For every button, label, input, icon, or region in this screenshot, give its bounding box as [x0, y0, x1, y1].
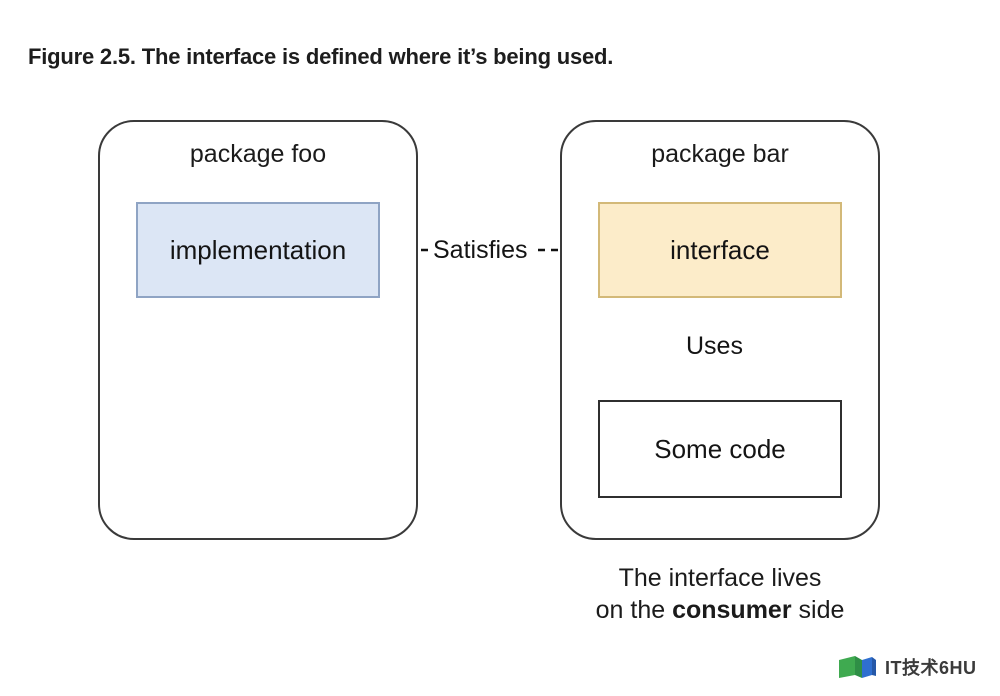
- edge-label-satisfies: Satisfies: [428, 236, 533, 265]
- caption-line-2-emphasis: consumer: [672, 596, 792, 624]
- package-bar-label: package bar: [651, 140, 789, 168]
- page-title: Figure 2.5. The interface is defined whe…: [28, 44, 614, 69]
- consumer-side-caption: The interface lives on the consumer side: [560, 562, 880, 626]
- node-some-code-label: Some code: [654, 433, 786, 464]
- package-foo-label: package foo: [189, 140, 327, 168]
- node-interface[interactable]: interface: [598, 202, 842, 298]
- caption-line-2-prefix: on the: [595, 596, 673, 624]
- watermark: IT技术6HU: [838, 654, 977, 680]
- watermark-logo-icon: [839, 656, 876, 678]
- node-implementation-label: implementation: [169, 234, 347, 265]
- package-container-foo[interactable]: package foo: [98, 120, 418, 540]
- caption-line-1: The interface lives: [618, 564, 822, 592]
- edge-label-uses: Uses: [681, 332, 748, 361]
- node-interface-label: interface: [670, 234, 770, 265]
- watermark-text: IT技术6HU: [885, 658, 977, 678]
- node-some-code[interactable]: Some code: [598, 400, 842, 498]
- caption-line-2-suffix: side: [791, 596, 845, 624]
- node-implementation[interactable]: implementation: [136, 202, 380, 298]
